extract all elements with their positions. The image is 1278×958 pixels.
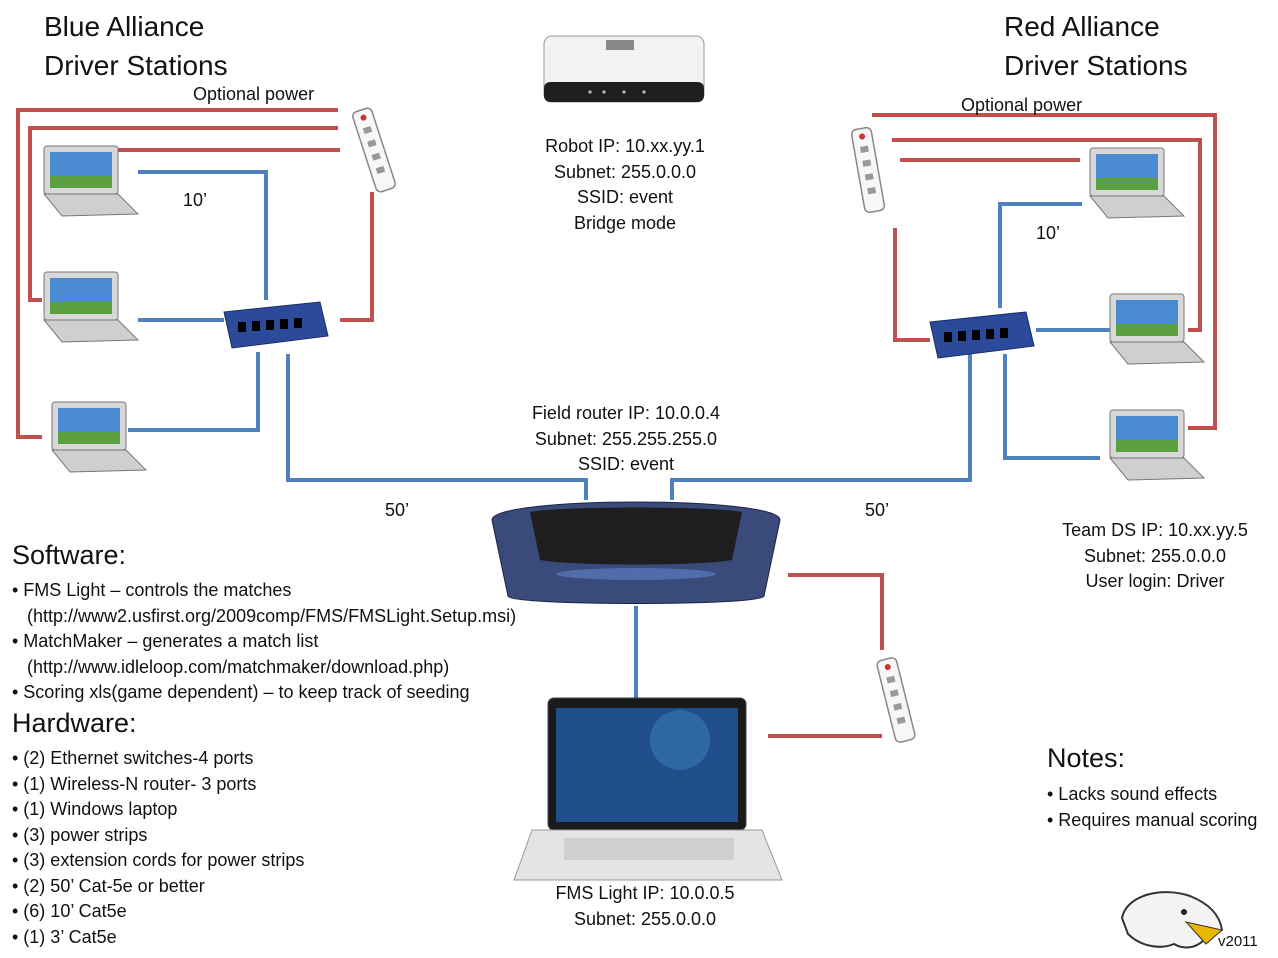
- cable-length-50-left: 50’: [385, 500, 410, 520]
- robot-ssid: SSID: event: [576, 187, 674, 207]
- software-item: • FMS Light – controls the matches: [12, 580, 292, 600]
- field-router-ip: Field router IP: 10.0.0.4: [531, 403, 721, 423]
- fms-laptop-icon: [513, 697, 783, 881]
- cable-length-10-left: 10’: [183, 190, 208, 210]
- optional-power-label-left: Optional power: [193, 84, 315, 104]
- fms-light-ip: FMS Light IP: 10.0.0.5: [555, 883, 735, 903]
- field-router-ssid: SSID: event: [577, 454, 675, 474]
- fms-light-subnet: Subnet: 255.0.0.0: [573, 908, 717, 929]
- red-title-line2: Driver Stations: [1004, 50, 1188, 81]
- hardware-item: • (3) extension cords for power strips: [12, 850, 305, 870]
- blue-laptop-3-icon: [50, 401, 148, 473]
- blue-laptop-1-icon: [42, 145, 140, 217]
- blue-laptop-2-icon: [42, 271, 140, 343]
- hardware-item: • (2) Ethernet switches-4 ports: [12, 748, 254, 768]
- notes-list: • Lacks sound effects • Requires manual …: [1047, 782, 1257, 833]
- team-ds-info: Team DS IP: 10.xx.yy.5 Subnet: 255.0.0.0…: [1050, 518, 1260, 595]
- cable-length-10-right: 10’: [1036, 223, 1061, 243]
- field-router-info: Field router IP: 10.0.0.4 Subnet: 255.25…: [510, 401, 742, 478]
- notes-heading: Notes:: [1047, 743, 1126, 773]
- software-list: • FMS Light – controls the matches (http…: [12, 578, 516, 706]
- blue-title-line1: Blue Alliance: [44, 11, 205, 42]
- fms-light-info: FMS Light IP: 10.0.0.5 Subnet: 255.0.0.0: [540, 881, 750, 932]
- field-router-icon: [491, 501, 781, 604]
- cable-length-50-right: 50’: [865, 500, 890, 520]
- power-cables: [16, 108, 1217, 738]
- software-item: (http://www.idleloop.com/matchmaker/down…: [12, 656, 450, 677]
- hardware-item: • (1) Wireless-N router- 3 ports: [12, 773, 257, 794]
- hardware-item: • (3) power strips: [12, 824, 148, 845]
- red-alliance-title: Red Alliance Driver Stations: [1004, 7, 1188, 85]
- power-strip-right-icon: [850, 126, 886, 214]
- version-label: v2011: [1218, 933, 1258, 950]
- robot-bridge-icon: [543, 35, 705, 103]
- blue-title-line2: Driver Stations: [44, 50, 228, 81]
- hardware-item: • (2) 50’ Cat-5e or better: [12, 875, 205, 896]
- robot-mode: Bridge mode: [573, 212, 677, 233]
- hardware-item: • (1) Windows laptop: [12, 799, 178, 819]
- power-strip-bottom-icon: [876, 657, 916, 743]
- ethernet-switch-right-icon: [929, 311, 1035, 359]
- team-ds-subnet: Subnet: 255.0.0.0: [1083, 545, 1227, 566]
- software-item: • Scoring xls(game dependent) – to keep …: [12, 682, 470, 702]
- robot-ip: Robot IP: 10.xx.yy.1: [545, 136, 705, 156]
- red-laptop-1-icon: [1088, 147, 1186, 219]
- software-item: • MatchMaker – generates a match list: [12, 631, 319, 651]
- software-heading: Software:: [12, 540, 127, 570]
- hardware-list: • (2) Ethernet switches-4 ports • (1) Wi…: [12, 746, 304, 950]
- optional-power-label-right: Optional power: [961, 95, 1083, 115]
- robot-subnet: Subnet: 255.0.0.0: [553, 161, 697, 182]
- red-laptop-3-icon: [1108, 409, 1206, 481]
- power-strip-left-icon: [352, 107, 396, 193]
- field-router-subnet: Subnet: 255.255.255.0: [534, 428, 718, 449]
- red-title-line1: Red Alliance: [1004, 11, 1160, 42]
- software-item: (http://www2.usfirst.org/2009comp/FMS/FM…: [12, 605, 517, 626]
- ethernet-cables: [128, 170, 1110, 700]
- team-ds-ip: Team DS IP: 10.xx.yy.5: [1062, 520, 1248, 540]
- notes-item: • Lacks sound effects: [1047, 784, 1218, 804]
- hardware-heading: Hardware:: [12, 708, 137, 738]
- notes-item: • Requires manual scoring: [1047, 809, 1258, 830]
- hardware-item: • (1) 3’ Cat5e: [12, 926, 117, 947]
- hardware-item: • (6) 10’ Cat5e: [12, 901, 127, 921]
- robot-info: Robot IP: 10.xx.yy.1 Subnet: 255.0.0.0 S…: [525, 134, 725, 236]
- blue-alliance-title: Blue Alliance Driver Stations: [44, 7, 228, 85]
- eagle-logo-icon: [1120, 891, 1224, 949]
- ethernet-switch-left-icon: [223, 301, 329, 349]
- red-laptop-2-icon: [1108, 293, 1206, 365]
- team-ds-login: User login: Driver: [1085, 571, 1225, 591]
